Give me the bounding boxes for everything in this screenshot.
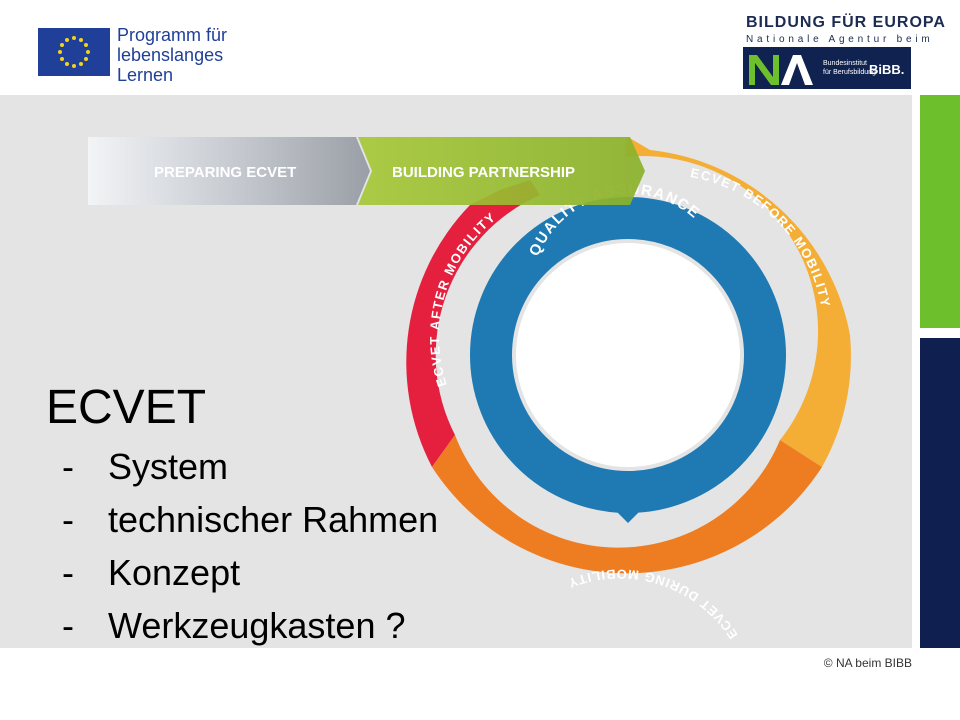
- agency-subtitle: Nationale Agentur beim: [746, 34, 934, 45]
- list-item: -Konzept: [46, 546, 438, 599]
- bibb-logo-text: BiBB.: [869, 62, 904, 77]
- slide-title: ECVET: [46, 381, 207, 434]
- side-bar-green: [920, 95, 960, 328]
- preparing-label: PREPARING ECVET: [154, 164, 296, 181]
- list-item: -System: [46, 440, 438, 493]
- program-line: lebenslanges: [117, 45, 224, 65]
- ring-arrow-tip: [615, 510, 641, 523]
- partnership-arrow: [358, 137, 645, 205]
- list-item-text: Konzept: [108, 552, 241, 593]
- bibb-line1: Bundesinstitut: [823, 60, 867, 67]
- na-mark-icon: [749, 55, 813, 85]
- list-item: -technischer Rahmen: [46, 493, 438, 546]
- bibb-line2: für Berufsbildung: [823, 69, 876, 76]
- svg-text:ECVET DURING MOBILITY: ECVET DURING MOBILITY: [565, 567, 740, 642]
- ring-orange-segment: [432, 435, 822, 574]
- list-item-text: Werkzeugkasten ?: [108, 605, 406, 646]
- list-bullet: -: [62, 552, 74, 593]
- ring-center: [516, 243, 740, 467]
- ring-red-segment: [406, 195, 540, 467]
- agency-title: BILDUNG FÜR EUROPA: [746, 14, 946, 31]
- list-bullet: -: [62, 499, 74, 540]
- list-bullet: -: [62, 446, 74, 487]
- list-bullet: -: [62, 605, 74, 646]
- program-line: Programm für: [117, 25, 228, 45]
- list-item-text: System: [108, 446, 229, 487]
- na-bibb-logo: Bundesinstitut für Berufsbildung BiBB.: [743, 47, 911, 89]
- eu-flag-logo: [38, 28, 110, 76]
- program-name: Programm für lebenslanges Lernen: [117, 25, 227, 85]
- list-item-text: technischer Rahmen: [108, 499, 439, 540]
- side-bar-navy: [920, 338, 960, 648]
- program-line: Lernen: [117, 65, 174, 85]
- topic-list: -System -technischer Rahmen -Konzept -We…: [46, 440, 438, 652]
- ecvet-cycle-diagram: QUALITY ASSURANCE ECVET BEFORE MOBILITY …: [88, 137, 851, 642]
- copyright-notice: © NA beim BIBB: [823, 656, 912, 670]
- quality-ring: [470, 197, 786, 513]
- ring-yellow-segment: [625, 137, 851, 467]
- partnership-label: BUILDING PARTNERSHIP: [392, 164, 575, 181]
- preparing-arrow: [88, 137, 370, 205]
- ecvet-during-label: ECVET DURING MOBILITY: [565, 567, 740, 642]
- slide-area: QUALITY ASSURANCE ECVET BEFORE MOBILITY …: [0, 95, 912, 648]
- list-item: -Werkzeugkasten ?: [46, 599, 438, 652]
- eu-stars-icon: [38, 28, 110, 76]
